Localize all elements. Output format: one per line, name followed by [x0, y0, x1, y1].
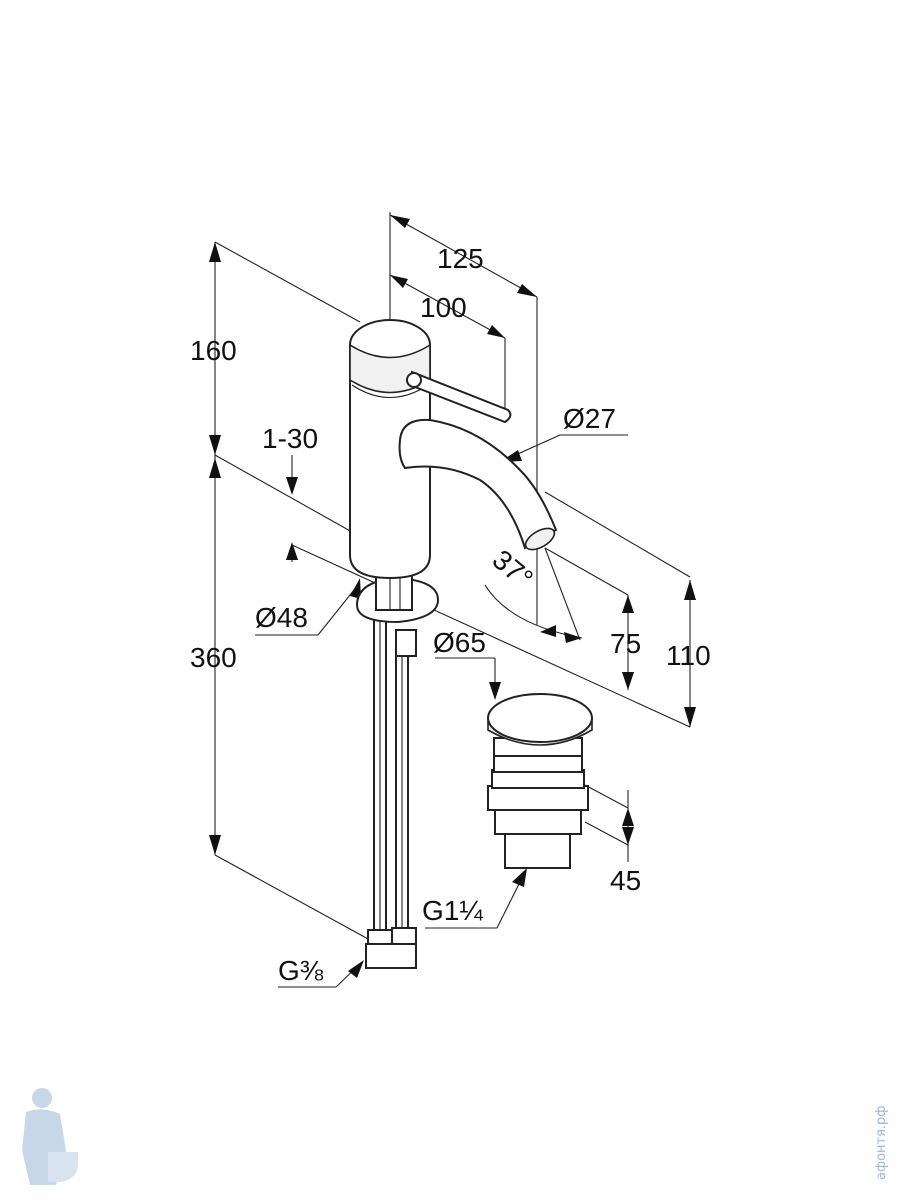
dim-360: 360 [190, 642, 237, 673]
dimension-lines [214, 212, 691, 988]
dim-diameter-spout: Ø27 [563, 403, 616, 434]
dim-thread-waste: G1¼ [422, 895, 483, 926]
faucet-body [349, 319, 558, 969]
dim-deck-range: 1-30 [262, 423, 318, 454]
dimension-labels: 125 100 Ø27 160 1-30 360 Ø48 37° 75 110 … [190, 243, 711, 986]
pop-up-waste [487, 693, 593, 869]
dim-thread-hose: G⅜ [278, 955, 324, 986]
dim-100: 100 [420, 292, 467, 323]
dim-angle: 37° [487, 544, 539, 595]
arrowheads [209, 215, 696, 978]
dim-diameter-base: Ø48 [255, 602, 308, 633]
watermark-text: афонтя.рф [874, 1106, 889, 1180]
watermark-logo [22, 1088, 78, 1185]
dim-160: 160 [190, 335, 237, 366]
dim-45: 45 [610, 865, 641, 896]
dim-125: 125 [437, 243, 484, 274]
dim-75: 75 [610, 628, 641, 659]
dim-110: 110 [666, 640, 711, 671]
dim-diameter-waste: Ø65 [433, 627, 486, 658]
